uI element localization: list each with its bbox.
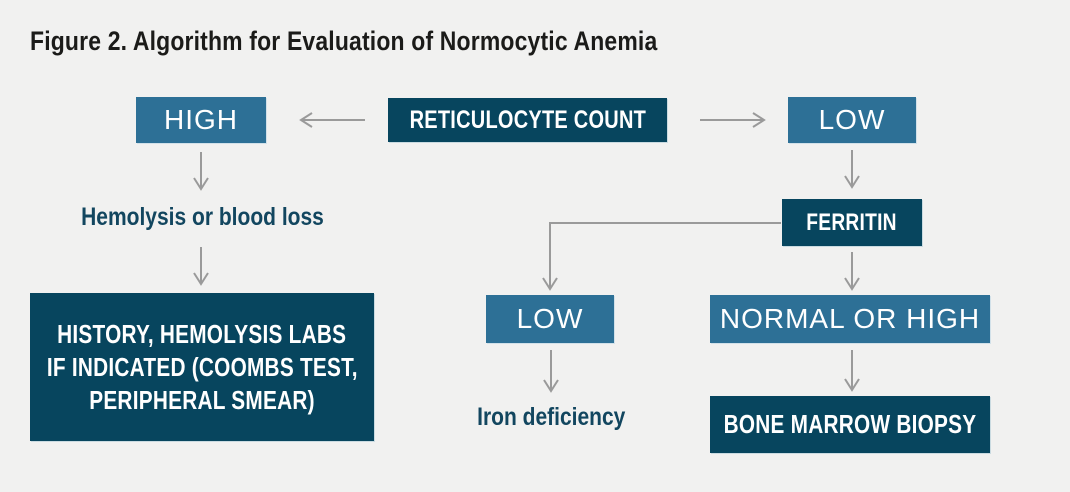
node-history-hemolysis-labs: HISTORY, HEMOLYSIS LABS IF INDICATED (CO… <box>30 293 374 441</box>
node-ferritin-label: FERRITIN <box>806 208 898 236</box>
node-ferritin-low-label: LOW <box>516 303 584 334</box>
node-reticulocyte-count: RETICULOCYTE COUNT <box>388 98 667 142</box>
history-line-1: HISTORY, HEMOLYSIS LABS <box>57 318 347 349</box>
label-iron-deficiency: Iron deficiency <box>476 403 626 431</box>
node-bone-marrow-biopsy: BONE MARROW BIOPSY <box>710 396 990 453</box>
figure-title: Figure 2. Algorithm for Evaluation of No… <box>30 26 658 56</box>
node-low: LOW <box>788 97 916 143</box>
node-low-label: LOW <box>818 104 886 135</box>
node-ferritin-normal-or-high-label: NORMAL OR HIGH <box>719 303 981 334</box>
node-ferritin-low: LOW <box>486 295 614 343</box>
node-bone-marrow-biopsy-label: BONE MARROW BIOPSY <box>723 409 977 439</box>
node-high-label: HIGH <box>164 104 238 135</box>
node-ferritin: FERRITIN <box>782 199 922 246</box>
node-high: HIGH <box>136 97 266 143</box>
node-reticulocyte-count-label: RETICULOCYTE COUNT <box>409 105 646 134</box>
arrow-ferritin-to-low <box>542 222 781 291</box>
history-line-2: IF INDICATED (COOMBS TEST, <box>46 351 358 382</box>
label-hemolysis-or-blood-loss: Hemolysis or blood loss <box>80 203 324 231</box>
node-ferritin-normal-or-high: NORMAL OR HIGH <box>710 295 990 343</box>
history-line-3: PERIPHERAL SMEAR) <box>89 384 315 415</box>
